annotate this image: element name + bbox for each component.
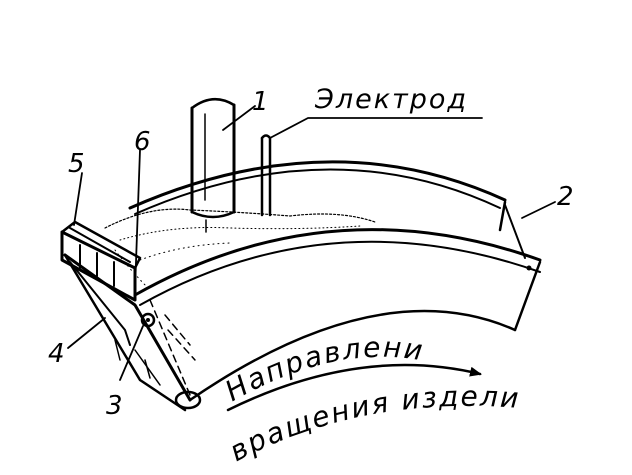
hidden-lines (149, 299, 196, 396)
flux-powder (104, 208, 376, 291)
rivet-right (526, 265, 532, 271)
label-4: 4 (48, 339, 65, 369)
label-electrode: Электрод (314, 84, 468, 115)
label-6: 6 (134, 127, 151, 157)
label-5: 5 (68, 149, 85, 179)
label-3: 3 (106, 391, 123, 421)
leader-lines (67, 105, 556, 381)
label-2: 2 (557, 182, 574, 212)
pivot-part-3 (140, 312, 156, 328)
rotation-arrow (226, 363, 482, 412)
label-1: 1 (252, 87, 269, 117)
electrode-rod (260, 134, 272, 217)
trough-back-rim (128, 160, 507, 215)
block-part-5 (60, 220, 142, 302)
front-curved-wall (133, 200, 542, 402)
trough-left-end (63, 253, 202, 412)
